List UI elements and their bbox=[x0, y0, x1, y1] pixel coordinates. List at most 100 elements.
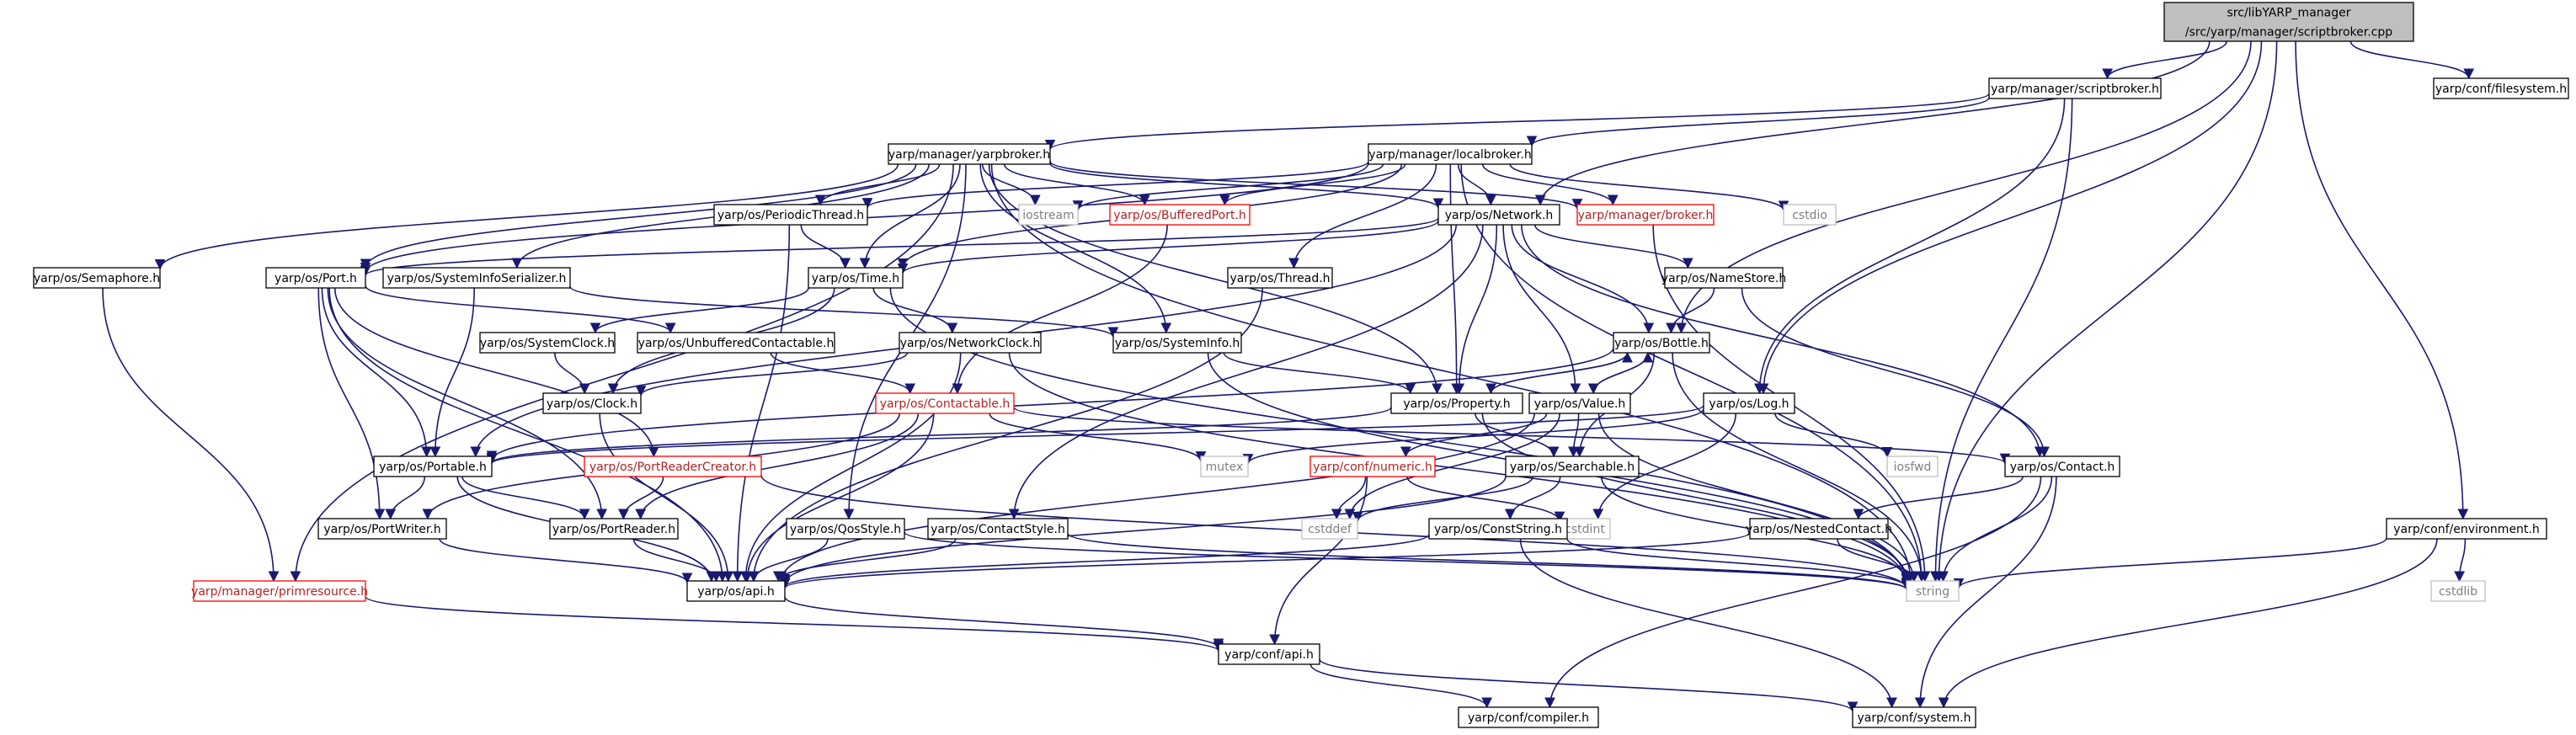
node-label-localbroker: yarp/manager/localbroker.h bbox=[1368, 148, 1531, 162]
node-bufferedport[interactable]: yarp/os/BufferedPort.h bbox=[1109, 204, 1251, 226]
node-compiler[interactable]: yarp/conf/compiler.h bbox=[1458, 706, 1599, 728]
edge-yarpbroker-to-property bbox=[988, 163, 1443, 395]
node-thread[interactable]: yarp/os/Thread.h bbox=[1227, 267, 1333, 289]
edge-nestedcontact-to-osapi bbox=[780, 531, 1751, 589]
node-portable[interactable]: yarp/os/Portable.h bbox=[373, 455, 493, 477]
node-log[interactable]: yarp/os/Log.h bbox=[1703, 392, 1795, 414]
edge-contact-to-string bbox=[1938, 476, 2053, 583]
node-localbroker[interactable]: yarp/manager/localbroker.h bbox=[1368, 143, 1533, 165]
node-value[interactable]: yarp/os/Value.h bbox=[1528, 392, 1631, 414]
edge-nestedcontact-to-string bbox=[1837, 538, 1920, 583]
edge-network-to-namestore bbox=[1533, 224, 1693, 269]
node-prcreator[interactable]: yarp/os/PortReaderCreator.h bbox=[584, 455, 762, 477]
node-label-yarpbroker: yarp/manager/yarpbroker.h bbox=[888, 148, 1050, 162]
node-contact[interactable]: yarp/os/Contact.h bbox=[2004, 455, 2120, 477]
node-bottle[interactable]: yarp/os/Bottle.h bbox=[1613, 332, 1710, 354]
node-label-osapi: yarp/os/api.h bbox=[697, 585, 774, 599]
edge-time-to-networkclock bbox=[872, 287, 958, 334]
edge-confapi-to-compiler bbox=[1309, 663, 1493, 709]
node-environment[interactable]: yarp/conf/environment.h bbox=[2386, 518, 2547, 540]
node-network[interactable]: yarp/os/Network.h bbox=[1437, 204, 1560, 226]
node-box-primresource bbox=[193, 580, 366, 602]
node-label-portreader: yarp/os/PortReader.h bbox=[552, 523, 675, 536]
node-broker[interactable]: yarp/manager/broker.h bbox=[1576, 204, 1715, 226]
node-label-value: yarp/os/Value.h bbox=[1534, 397, 1626, 411]
edge-namestore-to-contact bbox=[1741, 287, 2050, 458]
node-label-cstdio: cstdio bbox=[1792, 209, 1827, 222]
node-searchable[interactable]: yarp/os/Searchable.h bbox=[1505, 455, 1640, 477]
edge-yarpbroker-to-time bbox=[859, 163, 961, 269]
edge-qosstyle-to-string bbox=[904, 531, 1912, 591]
node-label-broker: yarp/manager/broker.h bbox=[1578, 209, 1714, 222]
node-time[interactable]: yarp/os/Time.h bbox=[808, 267, 904, 289]
node-box-cstdio bbox=[1783, 204, 1837, 226]
node-unbuffered[interactable]: yarp/os/UnbufferedContactable.h bbox=[637, 332, 835, 354]
node-primresource[interactable]: yarp/manager/primresource.h bbox=[191, 580, 368, 602]
node-networkclock[interactable]: yarp/os/NetworkClock.h bbox=[899, 332, 1042, 354]
node-portreader[interactable]: yarp/os/PortReader.h bbox=[549, 518, 679, 540]
node-namestore[interactable]: yarp/os/NameStore.h bbox=[1661, 267, 1786, 289]
node-conststring[interactable]: yarp/os/ConstString.h bbox=[1428, 518, 1568, 540]
node-label-sysinfoser: yarp/os/SystemInfoSerializer.h bbox=[387, 272, 567, 285]
edge-environment-to-system bbox=[1938, 538, 2438, 709]
edge-contactstyle-to-osapi bbox=[773, 538, 957, 583]
node-cstdlib: cstdlib bbox=[2430, 580, 2486, 602]
edge-contactable-to-portreader bbox=[635, 413, 920, 520]
edge-prcreator-to-portreader bbox=[618, 476, 664, 520]
edge-yarpbroker-to-periodicthread bbox=[814, 163, 941, 206]
node-label-scriptbroker: yarp/manager/scriptbroker.h bbox=[1991, 83, 2159, 96]
node-property[interactable]: yarp/os/Property.h bbox=[1390, 392, 1523, 414]
edge-root-to-environment bbox=[2295, 40, 2469, 520]
node-box-systeminfo bbox=[1112, 332, 1242, 354]
node-label-log: yarp/os/Log.h bbox=[1709, 397, 1789, 411]
edge-osapi-to-confapi bbox=[784, 596, 1224, 650]
node-confapi[interactable]: yarp/conf/api.h bbox=[1218, 643, 1320, 665]
node-qosstyle[interactable]: yarp/os/QosStyle.h bbox=[786, 518, 905, 540]
node-label-periodicthread: yarp/os/PeriodicThread.h bbox=[717, 209, 864, 222]
node-label-clock: yarp/os/Clock.h bbox=[547, 397, 637, 411]
node-numeric[interactable]: yarp/conf/numeric.h bbox=[1309, 455, 1436, 477]
edge-periodicthread-to-time bbox=[800, 224, 851, 269]
edge-contactable-to-mutex bbox=[989, 413, 1207, 462]
edge-port-to-portable bbox=[321, 287, 432, 458]
edge-port-to-osapi bbox=[328, 287, 728, 583]
node-filesystem[interactable]: yarp/conf/filesystem.h bbox=[2433, 77, 2569, 99]
node-box-portwriter bbox=[317, 518, 447, 540]
node-yarpbroker[interactable]: yarp/manager/yarpbroker.h bbox=[888, 143, 1051, 165]
edge-networkclock-to-clock bbox=[635, 352, 908, 397]
edge-network-to-contactstyle bbox=[1008, 224, 1484, 520]
node-nestedcontact[interactable]: yarp/os/NestedContact.h bbox=[1746, 518, 1892, 540]
node-label-contact: yarp/os/Contact.h bbox=[2010, 461, 2115, 474]
node-scriptbroker[interactable]: yarp/manager/scriptbroker.h bbox=[1988, 77, 2162, 99]
node-box-networkclock bbox=[899, 332, 1042, 354]
node-label-thread: yarp/os/Thread.h bbox=[1229, 272, 1330, 285]
node-box-sysinfoser bbox=[382, 267, 571, 289]
node-label-string: string bbox=[1916, 585, 1949, 599]
node-systemclock[interactable]: yarp/os/SystemClock.h bbox=[479, 332, 616, 354]
node-label-conststring: yarp/os/ConstString.h bbox=[1434, 523, 1562, 536]
edge-contactable-to-osapi bbox=[741, 413, 935, 583]
node-system[interactable]: yarp/conf/system.h bbox=[1852, 706, 1976, 728]
edge-conststring-to-string bbox=[1566, 538, 1912, 589]
node-box-property bbox=[1390, 392, 1523, 414]
node-label-numeric: yarp/conf/numeric.h bbox=[1313, 461, 1432, 474]
node-semaphore[interactable]: yarp/os/Semaphore.h bbox=[33, 267, 161, 289]
edge-contactstyle-to-string bbox=[1067, 532, 1912, 591]
edge-root-to-filesystem bbox=[2349, 40, 2475, 80]
node-portwriter[interactable]: yarp/os/PortWriter.h bbox=[317, 518, 447, 540]
edge-log-to-cstdint bbox=[1592, 413, 1737, 520]
node-contactstyle[interactable]: yarp/os/ContactStyle.h bbox=[927, 518, 1069, 540]
node-contactable[interactable]: yarp/os/Contactable.h bbox=[875, 392, 1015, 414]
node-sysinfoser[interactable]: yarp/os/SystemInfoSerializer.h bbox=[382, 267, 571, 289]
edge-contact-to-system bbox=[1914, 476, 2057, 709]
node-box-contactable bbox=[875, 392, 1015, 414]
node-osapi[interactable]: yarp/os/api.h bbox=[686, 580, 786, 602]
node-port[interactable]: yarp/os/Port.h bbox=[265, 267, 366, 289]
node-periodicthread[interactable]: yarp/os/PeriodicThread.h bbox=[713, 204, 868, 226]
edge-network-to-port bbox=[360, 217, 1439, 277]
node-systeminfo[interactable]: yarp/os/SystemInfo.h bbox=[1112, 332, 1242, 354]
node-label-confapi: yarp/conf/api.h bbox=[1224, 648, 1314, 662]
node-clock[interactable]: yarp/os/Clock.h bbox=[542, 392, 642, 414]
node-label-contactstyle: yarp/os/ContactStyle.h bbox=[931, 523, 1065, 536]
